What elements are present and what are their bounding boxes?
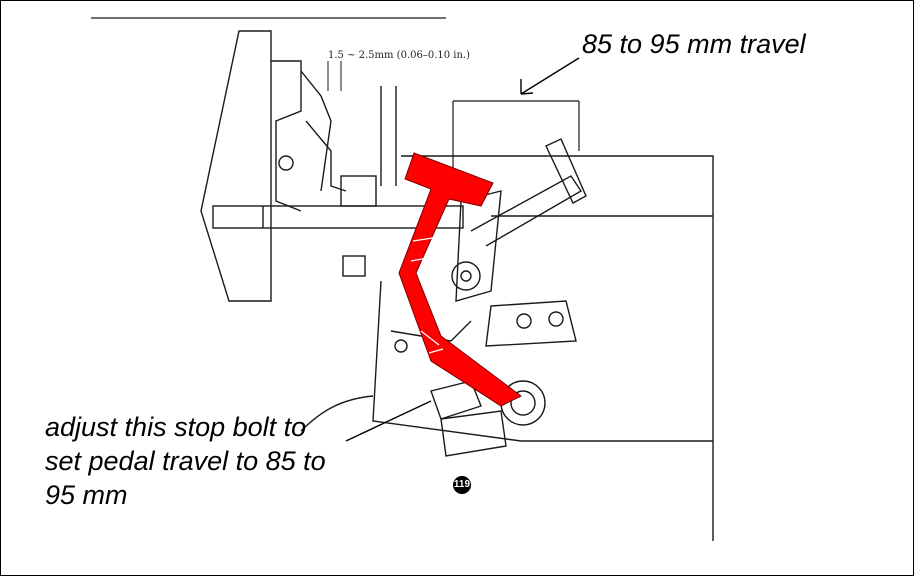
stop-bolt-bracket: [440, 410, 507, 457]
body-lower-edge: [372, 280, 713, 442]
upper-lever: [455, 190, 502, 302]
mount-bolt-1: [516, 313, 532, 329]
link-arm: [390, 320, 472, 342]
mount-bolt-2: [548, 311, 564, 327]
clearance-spec: 1.5 ~ 2.5mm (0.06–0.10 in.): [328, 50, 471, 61]
pivot-small: [278, 155, 294, 171]
travel-annotation: 85 to 95 mm travel: [582, 29, 806, 59]
cable: [300, 395, 374, 432]
lever-pivot: [451, 261, 481, 291]
housing-bracket: [300, 70, 332, 192]
lever-pivot-center: [460, 270, 472, 282]
body-top-edge: [401, 155, 714, 541]
link-pin: [394, 339, 408, 353]
figure-number-badge: 119: [453, 476, 471, 494]
spring-clip: [305, 120, 347, 192]
pedal-rod: [470, 175, 582, 247]
mount-plate: [485, 300, 577, 347]
mechanism-linework: [91, 17, 714, 541]
stop-bolt: [430, 380, 482, 420]
lower-pivot-inner: [510, 390, 536, 416]
left-housing: [200, 30, 272, 302]
pedal-pad: [545, 138, 587, 204]
lever-markings: [410, 236, 444, 354]
lower-block: [342, 255, 366, 277]
stop-bolt-arrow: [345, 400, 432, 442]
pedal-lever-red: [398, 152, 522, 407]
shaft-collar: [340, 175, 377, 207]
travel-arrowhead: [520, 79, 534, 95]
travel-arrow: [520, 57, 580, 95]
stop-bolt-annotation: adjust this stop bolt to set pedal trave…: [45, 412, 326, 510]
pedal-lever-highlight: [398, 152, 522, 407]
housing-inner: [271, 60, 302, 212]
shaft: [212, 205, 464, 229]
